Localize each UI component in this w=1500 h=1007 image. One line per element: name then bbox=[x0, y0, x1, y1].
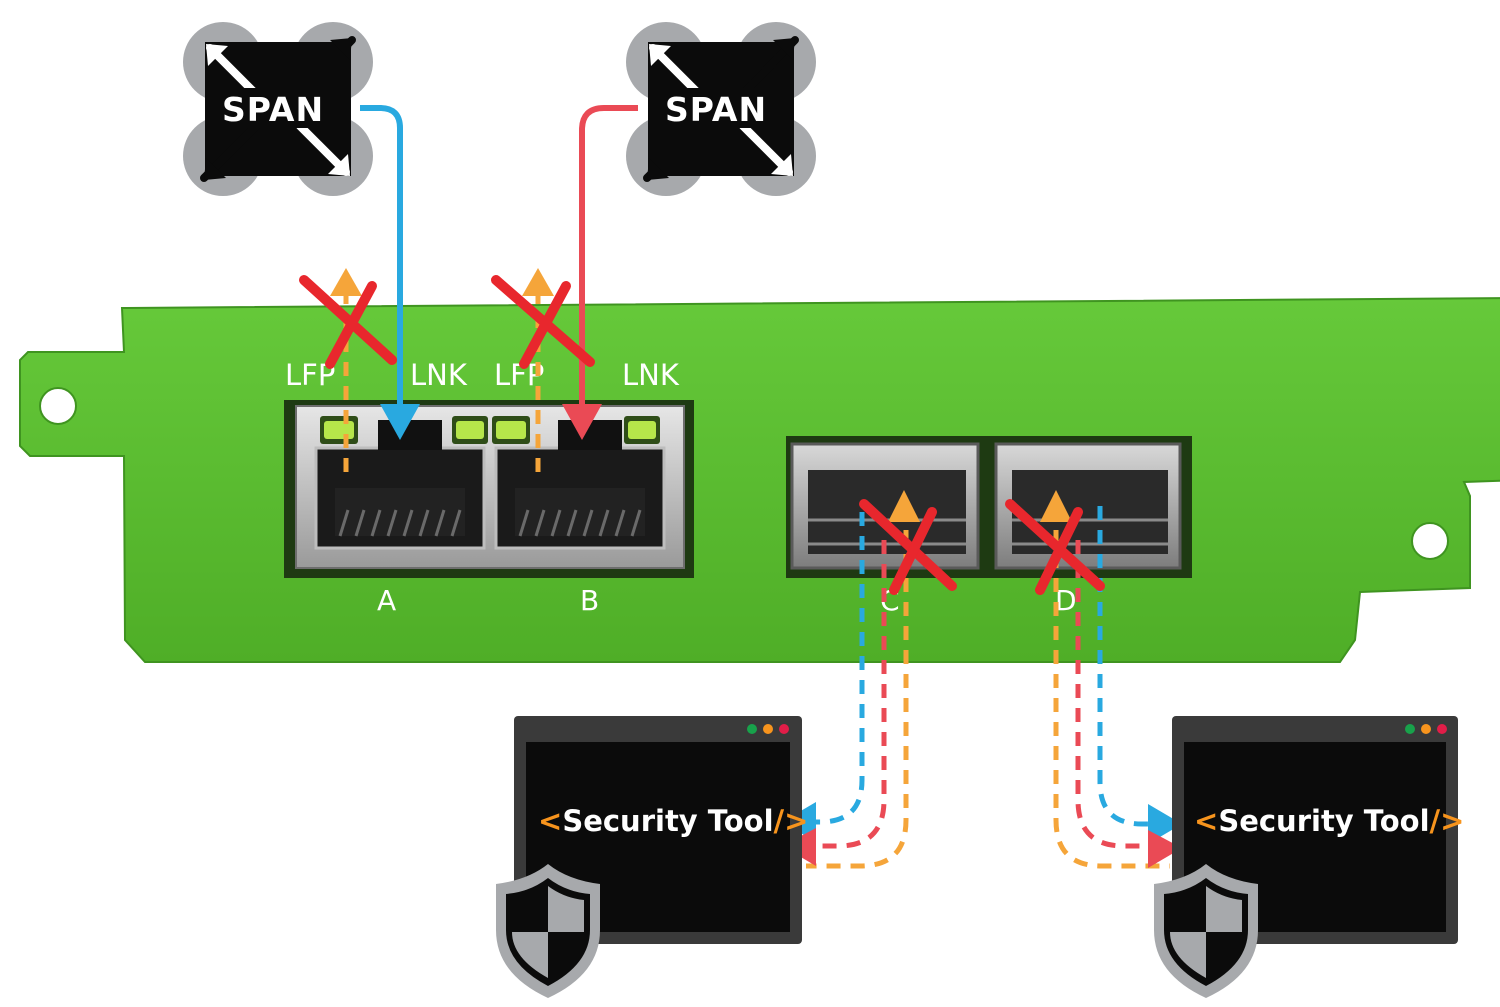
window-dot-pink bbox=[1437, 724, 1447, 734]
sfp-cage-icon[interactable] bbox=[994, 442, 1182, 570]
mounting-hole-left bbox=[39, 387, 77, 425]
span-feed-lines bbox=[360, 105, 638, 440]
lfp-blocked-outputs bbox=[299, 268, 595, 474]
window-dot-green bbox=[1405, 724, 1415, 734]
span-feed-blue bbox=[360, 105, 403, 410]
rj45-port-icon[interactable] bbox=[314, 416, 488, 550]
span-tap-icon[interactable]: SPAN bbox=[183, 22, 373, 196]
mounting-hole-right bbox=[1411, 522, 1449, 560]
port-label-d: D bbox=[1055, 584, 1077, 617]
led-lfp-a bbox=[324, 421, 354, 439]
port-label-a: A bbox=[377, 584, 396, 617]
blocked-cross-icon bbox=[859, 499, 957, 595]
led-lfp-b bbox=[496, 421, 526, 439]
panel-body bbox=[19, 297, 1500, 663]
window-dot-green bbox=[747, 724, 757, 734]
led-lnk-a bbox=[456, 421, 484, 439]
led-lnk-b bbox=[628, 421, 656, 439]
window-dot-orange bbox=[1421, 724, 1431, 734]
lnk-label-a: LNK bbox=[410, 358, 468, 392]
sfp-cage-icon[interactable] bbox=[790, 442, 980, 570]
span-label-1: SPAN bbox=[222, 90, 324, 129]
lnk-label-b: LNK bbox=[622, 358, 680, 392]
shield-icon bbox=[496, 864, 600, 998]
blocked-cross-icon bbox=[1005, 499, 1105, 595]
rj45-port-icon[interactable] bbox=[492, 416, 666, 550]
sfp-cage-block bbox=[786, 436, 1192, 578]
span-feed-red bbox=[579, 105, 638, 410]
window-dot-pink bbox=[779, 724, 789, 734]
blocked-cross-icon bbox=[491, 275, 595, 369]
span-tap-icon[interactable]: SPAN bbox=[626, 22, 816, 196]
blocked-cross-icon bbox=[299, 275, 397, 369]
tap-panel: LFP LNK LFP LNK A B C D bbox=[19, 297, 1500, 663]
arrow-down-blue bbox=[380, 404, 420, 440]
security-tool-label-2: <Security Tool/> bbox=[1194, 804, 1464, 838]
shield-icon bbox=[1154, 864, 1258, 998]
window-dot-orange bbox=[763, 724, 773, 734]
sfp-output-lines bbox=[806, 506, 1170, 869]
span-label-2: SPAN bbox=[665, 90, 767, 129]
security-tool-label-1: <Security Tool/> bbox=[538, 804, 808, 838]
arrow-down-red bbox=[562, 404, 602, 440]
port-label-b: B bbox=[580, 584, 599, 617]
sfp-output-arrows bbox=[782, 802, 1182, 868]
rj45-port-block bbox=[284, 400, 694, 578]
sfp-blocked-outputs bbox=[859, 490, 1105, 595]
